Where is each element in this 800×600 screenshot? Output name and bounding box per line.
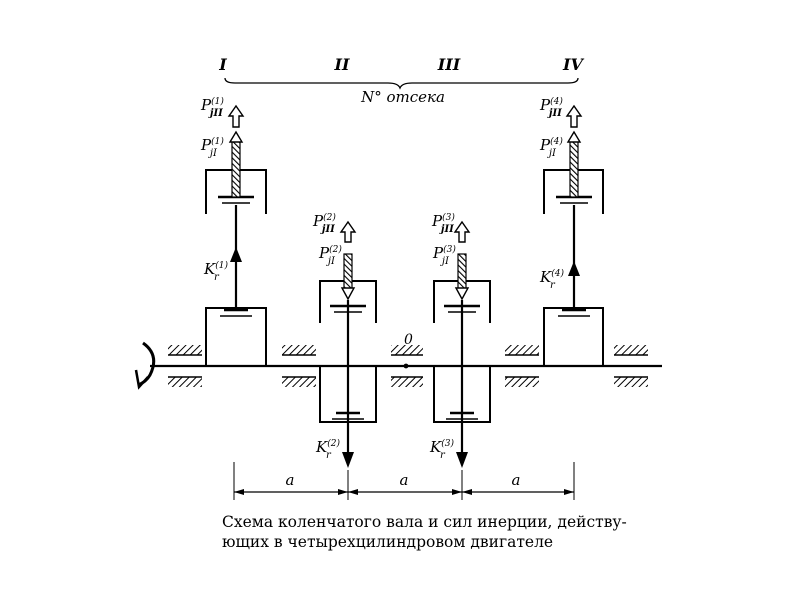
cylinder-4-piston-force-shaft	[569, 139, 579, 198]
cylinder-3: P(3)jII P(3)jI K(3)r	[429, 212, 491, 468]
main-bearing-4	[505, 345, 539, 387]
cylinder-3-kr-label: K(3)r	[429, 438, 454, 461]
caption-line-2: ющих в четырехцилиндровом двигателе	[222, 533, 554, 551]
cylinder-3-crank-throw	[433, 366, 491, 423]
cylinder-2-pj2-arrow-icon	[339, 220, 357, 243]
cylinder-3-pj1-label: P(3)jI	[432, 244, 456, 267]
origin-point	[403, 363, 409, 369]
spacing-label-2: a	[400, 471, 409, 489]
cylinder-3-pj1-arrow-icon	[454, 287, 470, 301]
cylinder-2: P(2)jII P(2)jI K(2)r	[312, 212, 377, 468]
caption-line-1: Схема коленчатого вала и сил инерции, де…	[222, 513, 627, 531]
cylinder-3-pj2-label: P(3)jII	[431, 212, 455, 235]
main-bearing-1	[168, 345, 202, 387]
cylinder-1-kr-label: K(1)r	[203, 260, 228, 283]
compartment-label-1: I	[218, 55, 227, 74]
cylinder-4-crank-throw	[543, 307, 604, 366]
cylinder-3-kr-arrow-icon	[456, 452, 468, 468]
compartment-brace	[224, 77, 579, 90]
cylinder-3-pj2-arrow-icon	[453, 220, 471, 243]
figure-caption: Схема коленчатого вала и сил инерции, де…	[222, 512, 692, 552]
spacing-label-3: a	[512, 471, 521, 489]
cylinder-2-kr-arrow-icon	[342, 452, 354, 468]
cylinder-4-pj2-arrow-icon	[565, 104, 583, 128]
compartment-label-4: IV	[562, 55, 584, 74]
cylinder-4: P(4)jII P(4)jI K(4)r	[539, 96, 604, 366]
compartment-label-2: II	[334, 55, 350, 74]
cylinder-4-pj2-label: P(4)jII	[539, 96, 563, 119]
cylinder-1-crank-throw	[205, 307, 267, 366]
cylinder-4-kr-label: K(4)r	[539, 268, 564, 291]
cylinder-2-pj1-arrow-icon	[340, 287, 356, 301]
main-bearings	[168, 345, 648, 387]
cylinder-2-crank-throw	[319, 366, 377, 423]
main-bearing-5	[614, 345, 648, 387]
compartment-label-3: III	[437, 55, 461, 74]
cylinder-1-pj2-arrow-icon	[227, 104, 245, 128]
main-bearing-2	[282, 345, 316, 387]
cylinder-1: P(1)jII P(1)jI K(1)r	[200, 96, 267, 366]
cylinder-4-pj1-arrow-icon	[566, 130, 582, 143]
cylinder-1-kr-arrow-icon	[230, 247, 242, 262]
cylinder-1-pj2-label: P(1)jII	[200, 96, 224, 119]
cylinder-2-pj2-label: P(2)jII	[312, 212, 336, 235]
cylinder-1-pj1-label: P(1)jI	[200, 136, 224, 159]
cylinder-1-pj1-arrow-icon	[228, 130, 244, 143]
cylinder-4-pj1-label: P(4)jI	[539, 136, 563, 159]
spacing-dimensions: a a a	[233, 462, 575, 500]
compartment-header: I II III IV N° отсека	[218, 55, 584, 106]
cylinder-2-piston-force-shaft	[343, 253, 353, 291]
compartment-brace-label: N° отсека	[360, 88, 445, 106]
rotation-arrow-tip-icon	[134, 369, 149, 390]
cylinder-2-kr-label: K(2)r	[315, 438, 340, 461]
cylinder-3-piston-force-shaft	[457, 253, 467, 291]
main-bearing-3	[391, 345, 423, 387]
cylinder-4-kr-arrow-icon	[568, 261, 580, 276]
spacing-label-1: a	[286, 471, 295, 489]
cylinder-1-piston-force-shaft	[231, 139, 241, 198]
cylinder-2-pj1-label: P(2)jI	[318, 244, 342, 267]
origin-label: 0	[404, 332, 413, 348]
